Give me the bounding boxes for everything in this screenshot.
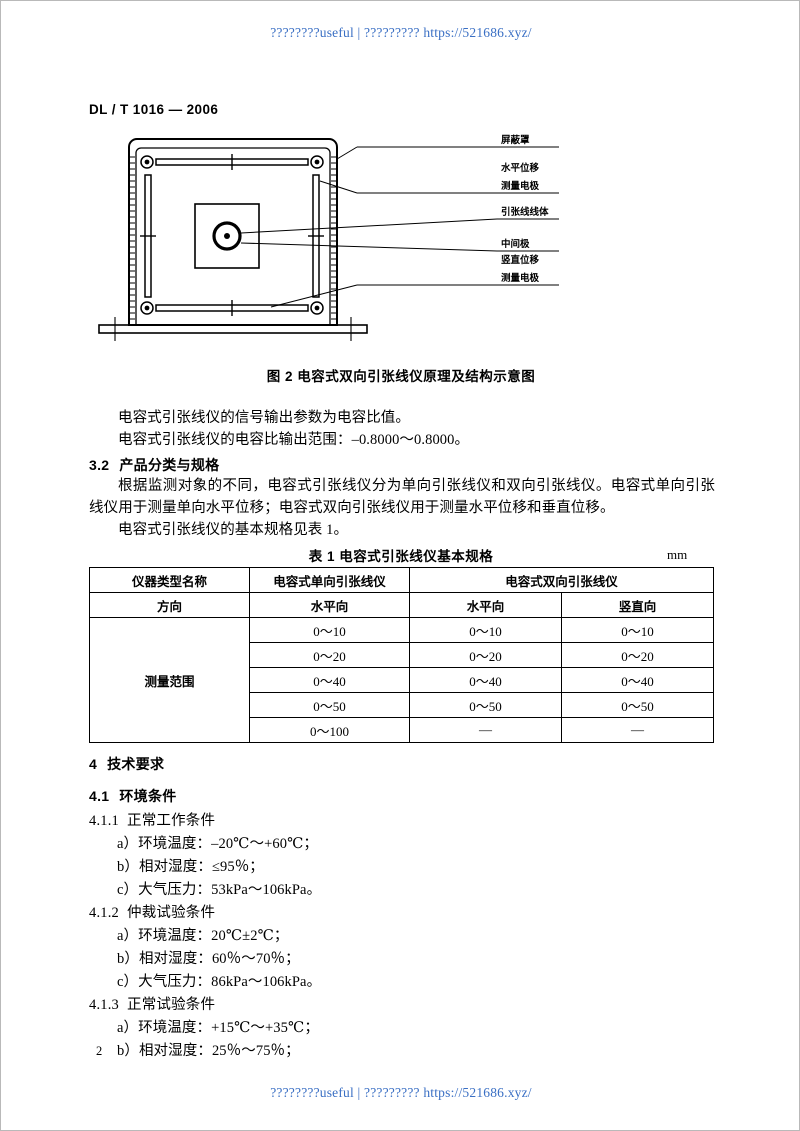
heading-4-number: 4 [89, 756, 98, 772]
heading-4-1-3: 4.1.3 正常试验条件 [89, 993, 215, 1014]
cell-dual-h: 0～50 [409, 692, 562, 718]
header-dual-axis: 电容式双向引张线仪 [408, 567, 715, 593]
base-plate [98, 324, 368, 334]
figure-label-vertical-2: 测量电极 [501, 272, 540, 284]
table-unit: mm [667, 547, 688, 562]
table-header-row-2: 方向 水平向 水平向 竖直向 [89, 592, 715, 618]
table-header-row-1: 仪器类型名称 电容式单向引张线仪 电容式双向引张线仪 [89, 567, 715, 593]
cell-dual-v: 0～10 [560, 617, 715, 643]
figure-label-middle-electrode: 中间极 [501, 238, 530, 250]
cell-dual-h: 0～20 [409, 642, 562, 668]
header-instrument-type: 仪器类型名称 [89, 567, 250, 593]
table-row: 0～100 — — [90, 717, 715, 743]
cell-single-h: 0～40 [249, 667, 410, 693]
leader-lines [240, 146, 498, 308]
heading-4-1-1-text: 正常工作条件 [127, 813, 216, 829]
row-label-measure-range: 测量范围 [89, 617, 250, 743]
heading-4-1-1: 4.1.1 正常工作条件 [89, 809, 215, 830]
paragraph-output-range: 电容式引张线仪的电容比输出范围：–0.8000～0.8000。 [118, 432, 470, 448]
heading-4-text: 技术要求 [107, 756, 165, 772]
watermark-bottom: ????????useful | ????????? https://52168… [270, 1085, 532, 1100]
cell-dual-v: — [560, 717, 715, 743]
cell-dual-v: 0～20 [560, 642, 715, 668]
heading-3-2: 3.2 产品分类与规格 [89, 455, 219, 475]
header-single-horizontal: 水平向 [249, 592, 410, 618]
heading-4-1-1-number: 4.1.1 [89, 813, 119, 829]
cell-dual-h: — [409, 717, 562, 743]
list-item: b）相对湿度：≤95％； [117, 859, 264, 875]
list-item: c）大气压力：86kPa～106kPa。 [117, 974, 322, 990]
heading-4-1-3-text: 正常试验条件 [127, 997, 216, 1013]
cell-single-h: 0～100 [249, 717, 410, 743]
standard-number: DL / T 1016 — 2006 [89, 102, 219, 117]
figure-caption: 图 2 电容式双向引张线仪原理及结构示意图 [266, 369, 536, 384]
heading-4-1-3-number: 4.1.3 [89, 997, 119, 1013]
watermark-top: ????????useful | ????????? https://52168… [270, 25, 532, 40]
corner-bolts [140, 155, 324, 315]
heading-4-1-number: 4.1 [89, 788, 110, 804]
figure-label-horizontal-2: 测量电极 [501, 180, 540, 192]
table-row: 0～40 0～40 0～40 [90, 667, 715, 693]
list-item: a）环境温度：–20℃～+60℃； [117, 836, 319, 852]
header-dual-vertical: 竖直向 [560, 592, 715, 618]
cell-dual-v: 0～50 [560, 692, 715, 718]
header-direction: 方向 [89, 592, 250, 618]
paragraph-classification: 根据监测对象的不同，电容式引张线仪分为单向引张线仪和双向引张线仪。电容式单向引张… [89, 478, 715, 516]
heading-4-1: 4.1 环境条件 [89, 786, 177, 806]
heading-4-1-2-text: 仲裁试验条件 [127, 905, 216, 921]
list-item: c）大气压力：53kPa～106kPa。 [117, 882, 322, 898]
cell-dual-h: 0～10 [409, 617, 562, 643]
cell-single-h: 0～20 [249, 642, 410, 668]
wire-body-ring [212, 221, 242, 251]
table-title: 表 1 电容式引张线仪基本规格 [308, 549, 494, 564]
figure-label-wire-body: 引张线线体 [501, 206, 549, 218]
list-item: b）相对湿度：25％～75％； [117, 1043, 300, 1059]
heading-4-1-2: 4.1.2 仲裁试验条件 [89, 901, 215, 922]
cell-single-h: 0～50 [249, 692, 410, 718]
header-single-axis: 电容式单向引张线仪 [249, 567, 410, 593]
heading-3-2-number: 3.2 [89, 457, 110, 473]
list-item: b）相对湿度：60％～70％； [117, 951, 300, 967]
list-item: a）环境温度：20℃±2℃； [117, 928, 289, 944]
spec-table: 仪器类型名称 电容式单向引张线仪 电容式双向引张线仪 方向 水平向 水平向 竖直… [89, 567, 715, 743]
capacitive-wire-alignment-diagram: 屏蔽罩 水平位移 测量电极 引张线线体 中间极 竖直位移 测量电极 [98, 134, 559, 341]
shield-cover-outer [128, 138, 338, 326]
shield-cover-inner [135, 147, 331, 326]
figure-label-horizontal-1: 水平位移 [501, 162, 540, 174]
cell-dual-h: 0～40 [409, 667, 562, 693]
middle-electrode-plate [194, 203, 260, 269]
heading-3-2-text: 产品分类与规格 [119, 457, 220, 473]
header-dual-horizontal: 水平向 [409, 592, 562, 618]
list-item: a）环境温度：+15℃～+35℃； [117, 1020, 319, 1036]
heading-4: 4 技术要求 [89, 754, 164, 774]
paragraph-output-parameter: 电容式引张线仪的信号输出参数为电容比值。 [118, 410, 410, 426]
label-underlines [497, 146, 559, 286]
figure-label-vertical-1: 竖直位移 [501, 254, 540, 266]
page-number: 2 [96, 1044, 103, 1058]
figure-label-shield: 屏蔽罩 [501, 134, 530, 146]
wire-body-center [224, 233, 230, 239]
cell-single-h: 0～10 [249, 617, 410, 643]
cell-dual-v: 0～40 [560, 667, 715, 693]
paragraph-see-table1: 电容式引张线仪的基本规格见表 1。 [118, 522, 349, 538]
figure-diagram: 屏蔽罩 水平位移 测量电极 引张线线体 中间极 竖直位移 测量电极 [89, 131, 713, 346]
heading-4-1-2-number: 4.1.2 [89, 905, 119, 921]
table-row: 测量范围 0～10 0～10 0～10 [89, 617, 715, 743]
heading-4-1-text: 环境条件 [119, 788, 177, 804]
